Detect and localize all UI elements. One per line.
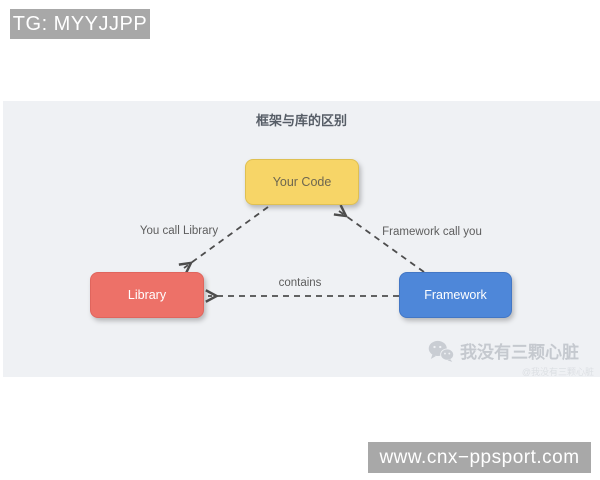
wechat-icon bbox=[428, 340, 454, 362]
diagram-panel: 框架与库的区别 Your Code Library Framework You … bbox=[3, 101, 600, 377]
node-library: Library bbox=[90, 272, 204, 318]
watermark-text: 我没有三颗心脏 bbox=[460, 343, 579, 362]
edge-label-you-call-library: You call Library bbox=[139, 225, 219, 237]
edge-framework-call-you bbox=[339, 211, 425, 273]
node-your-code: Your Code bbox=[245, 159, 359, 205]
edge-label-contains: contains bbox=[278, 277, 322, 289]
edge-arrows-layer bbox=[3, 101, 425, 377]
watermark-subtext: @我没有三颗心脏 bbox=[521, 367, 594, 377]
url-watermark-badge: www.cnx−ppsport.com bbox=[368, 442, 591, 473]
node-framework: Framework bbox=[399, 272, 512, 318]
diagram-title: 框架与库的区别 bbox=[255, 113, 347, 128]
watermark: 我没有三颗心脏 bbox=[428, 338, 579, 363]
tg-watermark-badge: TG: MYYJJPP bbox=[10, 9, 150, 39]
edge-you-call-library bbox=[184, 206, 269, 268]
edge-label-framework-call-you: Framework call you bbox=[382, 226, 482, 238]
